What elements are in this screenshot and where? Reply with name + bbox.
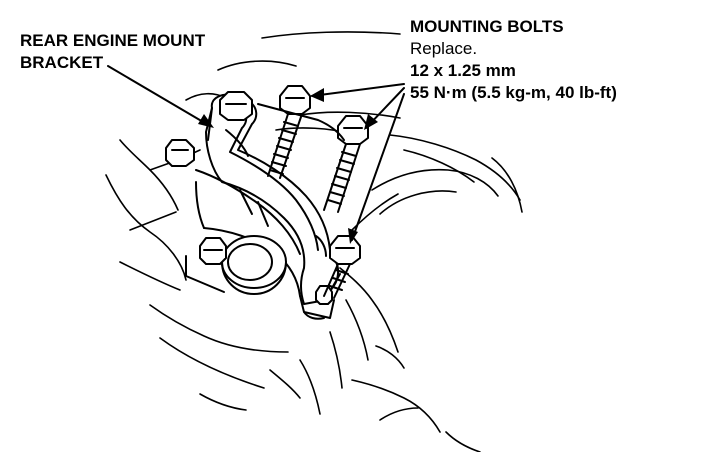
bracket-callout-line1: REAR ENGINE MOUNT bbox=[20, 31, 206, 50]
housing-nut-lower bbox=[199, 237, 227, 265]
bracket-callout-line2: BRACKET bbox=[20, 53, 104, 72]
bolts-callout-size: 12 x 1.25 mm bbox=[410, 61, 516, 80]
bolts-callout: MOUNTING BOLTS Replace. 12 x 1.25 mm 55 … bbox=[410, 16, 617, 104]
mount-boss bbox=[185, 235, 287, 295]
leader-lines bbox=[107, 65, 405, 241]
mounting-bolt-center bbox=[323, 115, 369, 213]
housing-nut-upper bbox=[165, 139, 195, 167]
bracket-callout: REAR ENGINE MOUNT BRACKET bbox=[20, 30, 205, 74]
mounting-bolt-lower bbox=[323, 235, 361, 299]
mounting-bolt-left bbox=[267, 85, 311, 179]
bolts-callout-title: MOUNTING BOLTS bbox=[410, 17, 564, 36]
bolts-callout-torque: 55 N·m (5.5 kg-m, 40 lb-ft) bbox=[410, 83, 617, 102]
leader-arrowheads bbox=[198, 88, 378, 244]
housing-nut-top-bracket bbox=[219, 91, 253, 121]
bolts-callout-instruction: Replace. bbox=[410, 39, 478, 58]
housing-outline bbox=[105, 31, 523, 452]
